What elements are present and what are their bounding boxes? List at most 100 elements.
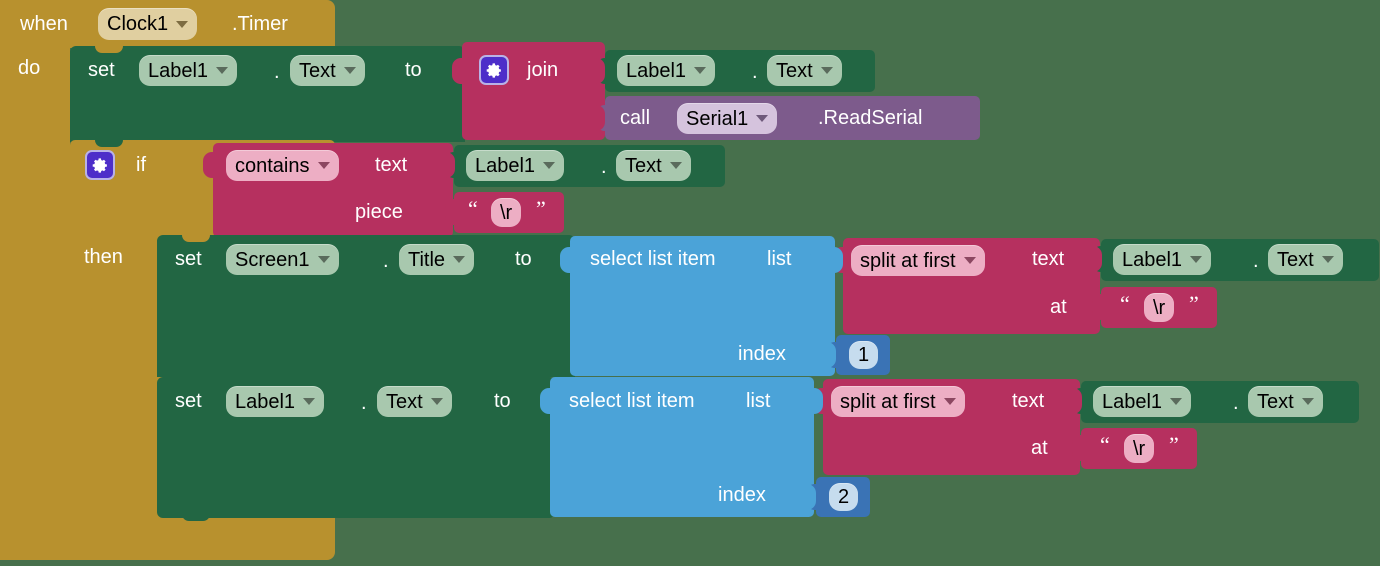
getter-property-dropdown-3[interactable]: Text <box>1268 244 1343 275</box>
select-list-item-block-2[interactable] <box>550 377 814 517</box>
text-string-value-1: \r <box>500 201 513 224</box>
getter-dot-3: . <box>1253 250 1259 272</box>
split-text-socket-1 <box>1091 246 1102 272</box>
if-label: if <box>136 154 146 176</box>
contains-operation-label: contains <box>235 154 310 177</box>
chevron-down-icon <box>669 162 682 169</box>
getter-property-label-1: Text <box>776 59 813 82</box>
index-socket-2 <box>805 484 816 510</box>
list-socket-1 <box>832 247 843 273</box>
chevron-down-icon <box>303 398 316 405</box>
set-keyword-2: set <box>175 248 202 270</box>
getter-dot-4: . <box>1233 392 1239 414</box>
contains-piece-label: piece <box>355 201 403 223</box>
contains-text-label: text <box>375 154 408 176</box>
number-field-2[interactable]: 2 <box>829 483 859 511</box>
split-operation-dropdown-2[interactable]: split at first <box>831 386 965 417</box>
number-value-1: 1 <box>858 344 870 366</box>
set-screen1-title-block[interactable] <box>157 235 575 377</box>
set-property-label-1: Text <box>299 59 336 82</box>
set-property-dropdown-2[interactable]: Title <box>399 244 475 275</box>
getter-dot-2: . <box>601 156 607 178</box>
chevron-down-icon <box>1190 256 1203 263</box>
chevron-down-icon <box>1301 398 1314 405</box>
set-property-label-2: Title <box>408 248 446 271</box>
select-index-label-1: index <box>738 343 786 365</box>
set-component-label-1: Label1 <box>148 59 209 82</box>
join-label: join <box>527 59 559 81</box>
getter-property-dropdown-4[interactable]: Text <box>1248 386 1323 417</box>
open-quote-2: “ <box>1120 291 1130 316</box>
split-at-label-1: at <box>1050 296 1067 318</box>
call-component-dropdown[interactable]: Serial1 <box>677 103 778 134</box>
getter-component-dropdown-3[interactable]: Label1 <box>1113 244 1212 275</box>
set-screen1-top-notch <box>182 235 210 242</box>
join-socket-2 <box>594 105 605 131</box>
to-keyword-3: to <box>494 390 511 412</box>
set-component-dropdown-1[interactable]: Label1 <box>139 55 238 86</box>
text-string-value-2: \r <box>1153 296 1166 319</box>
set-dot-3: . <box>361 392 367 414</box>
getter-component-dropdown-4[interactable]: Label1 <box>1093 386 1192 417</box>
split-operation-label-1: split at first <box>860 249 956 272</box>
chevron-down-icon <box>756 115 769 122</box>
chevron-down-icon <box>963 257 976 264</box>
set-label1-text-block[interactable] <box>70 46 465 142</box>
text-string-field-3[interactable]: \r <box>1124 434 1155 463</box>
getter-component-label-3: Label1 <box>1122 248 1183 271</box>
call-keyword: call <box>620 107 651 129</box>
gear-icon[interactable] <box>85 150 115 180</box>
do-label: do <box>18 57 41 79</box>
open-quote-3: “ <box>1100 432 1110 457</box>
to-keyword-2: to <box>515 248 532 270</box>
call-method-label: .ReadSerial <box>818 107 923 129</box>
gear-icon[interactable] <box>479 55 509 85</box>
getter-component-dropdown-2[interactable]: Label1 <box>466 150 565 181</box>
split-operation-label-2: split at first <box>840 390 936 413</box>
event-name-label: .Timer <box>232 13 288 35</box>
set-component-label-3: Label1 <box>235 390 296 413</box>
select-list-item-label-2: select list item <box>569 390 695 412</box>
text-string-plug-2 <box>1092 294 1104 320</box>
set-block-top-notch <box>95 46 123 53</box>
close-quote-2: ” <box>1189 291 1199 316</box>
event-block-body[interactable] <box>0 44 70 560</box>
chevron-down-icon <box>216 67 229 74</box>
contains-operation-dropdown[interactable]: contains <box>226 150 339 181</box>
event-component-dropdown[interactable]: Clock1 <box>98 8 198 40</box>
getter-component-dropdown-1[interactable]: Label1 <box>617 55 716 86</box>
call-serial1-readserial-block[interactable] <box>605 96 980 140</box>
contains-left-plug <box>203 152 215 178</box>
getter-property-label-4: Text <box>1257 390 1294 413</box>
chevron-down-icon <box>694 67 707 74</box>
set-property-label-3: Text <box>386 390 423 413</box>
set-component-dropdown-2[interactable]: Screen1 <box>226 244 339 275</box>
join-socket-1 <box>594 58 605 84</box>
select-list-item-plug-2 <box>540 388 552 414</box>
set-label1-bottom-notch <box>182 512 210 521</box>
getter-property-dropdown-2[interactable]: Text <box>616 150 691 181</box>
set-property-dropdown-1[interactable]: Text <box>290 55 365 86</box>
text-string-field-2[interactable]: \r <box>1144 293 1175 322</box>
text-string-field-1[interactable]: \r <box>491 198 522 227</box>
if-block-top-notch <box>95 140 123 147</box>
select-list-item-block-1[interactable] <box>570 236 835 376</box>
set-label1-text-block-2[interactable] <box>157 377 555 518</box>
chevron-down-icon <box>430 398 443 405</box>
getter-property-label-2: Text <box>625 154 662 177</box>
set-property-dropdown-3[interactable]: Text <box>377 386 452 417</box>
chevron-down-icon <box>820 67 833 74</box>
set-keyword-3: set <box>175 390 202 412</box>
number-field-1[interactable]: 1 <box>849 341 879 369</box>
getter-component-label-1: Label1 <box>626 59 687 82</box>
join-left-plug <box>452 58 464 84</box>
getter-property-dropdown-1[interactable]: Text <box>767 55 842 86</box>
chevron-down-icon <box>1321 256 1334 263</box>
set-component-label-2: Screen1 <box>235 248 310 271</box>
set-dot-2: . <box>383 250 389 272</box>
set-component-dropdown-3[interactable]: Label1 <box>226 386 325 417</box>
split-operation-dropdown-1[interactable]: split at first <box>851 245 985 276</box>
chevron-down-icon <box>317 162 330 169</box>
select-index-label-2: index <box>718 484 766 506</box>
